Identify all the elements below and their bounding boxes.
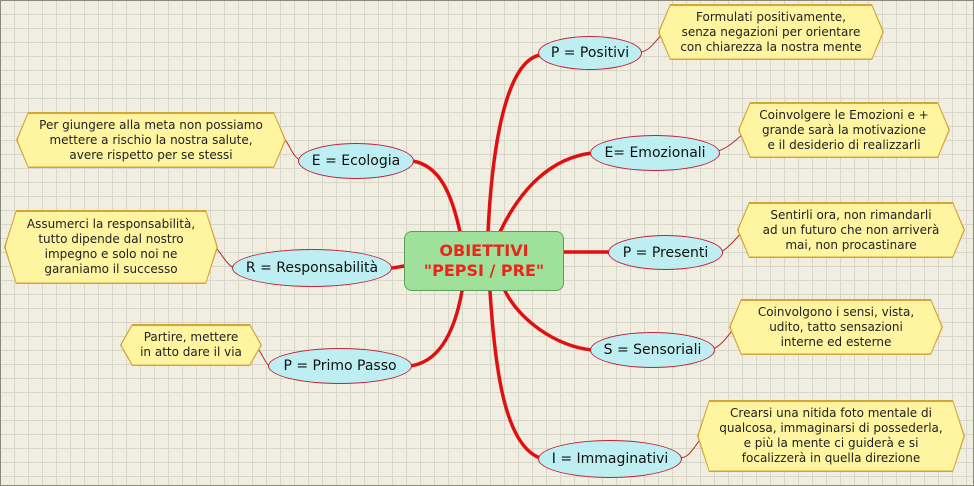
note-positivi-line3: con chiarezza la nostra mente (680, 39, 862, 54)
node-primo-passo-label: P = Primo Passo (283, 358, 397, 374)
node-ecologia-label: E = Ecologia (311, 153, 401, 169)
link-responsabilita-note (215, 247, 235, 269)
note-sensoriali-line1: Coinvolgono i sensi, vista, (757, 304, 915, 319)
node-immaginativi[interactable]: I = Immaginativi (538, 440, 682, 478)
note-presenti-line3: mai, non procastinare (785, 237, 917, 252)
note-primo-passo-line1: Partire, mettere (143, 330, 239, 344)
branch-emozionali (498, 151, 594, 234)
note-immaginativi-line2: qualcosa, immaginarsi di possederla, (719, 421, 943, 435)
note-immaginativi-line3: e più la mente ci guiderà e si (743, 436, 919, 450)
branch-immaginativi (488, 289, 542, 460)
central-topic[interactable]: OBIETTIVI "PEPSI / PRE" (404, 231, 564, 291)
node-ecologia[interactable]: E = Ecologia (298, 143, 414, 179)
branch-responsabilita (388, 264, 406, 270)
node-primo-passo[interactable]: P = Primo Passo (268, 348, 412, 384)
note-ecologia-line3: avere rispetto per se stessi (69, 147, 233, 162)
node-presenti[interactable]: P = Presenti (608, 235, 723, 270)
note-immaginativi-line4: focalizzerà in quella direzione (741, 451, 921, 465)
note-presenti-line1: Sentirli ora, non rimandarli (770, 207, 932, 222)
note-primo-passo[interactable]: Partire, mettere in atto dare il via (120, 324, 262, 366)
note-immaginativi[interactable]: Crearsi una nitida foto mentale di qualc… (697, 400, 965, 472)
note-emozionali-line3: e il desiderio di realizzarli (767, 137, 921, 152)
note-positivi-line1: Formulati positivamente, (696, 9, 846, 24)
note-presenti-line2: ad un futuro che non arriverà (762, 222, 940, 237)
note-positivi[interactable]: Formulati positivamente, senza negazioni… (658, 4, 884, 60)
central-topic-line2: "PEPSI / PRE" (423, 261, 545, 280)
branch-positivi (486, 53, 542, 234)
note-responsabilita-line3: impegno e solo noi ne (44, 247, 178, 261)
note-positivi-line2: senza negazioni per orientare (681, 24, 861, 39)
note-primo-passo-line2: in atto dare il via (140, 345, 242, 359)
note-ecologia-line2: mettere a rischio la nostra salute, (49, 132, 253, 147)
note-immaginativi-line1: Crearsi una nitida foto mentale di (730, 406, 932, 420)
note-sensoriali[interactable]: Coinvolgono i sensi, vista, udito, tatto… (729, 299, 943, 355)
note-presenti[interactable]: Sentirli ora, non rimandarli ad un futur… (737, 202, 965, 258)
central-topic-line1: OBIETTIVI (439, 241, 529, 260)
branch-ecologia (410, 159, 462, 234)
note-responsabilita[interactable]: Assumerci la responsabilità, tutto dipen… (4, 210, 218, 284)
node-sensoriali-label: S = Sensoriali (603, 342, 702, 358)
branch-sensoriali (503, 289, 594, 352)
node-emozionali-label: E= Emozionali (604, 145, 706, 161)
branch-primo-passo (408, 289, 464, 368)
note-emozionali-line2: grande sarà la motivazione (761, 122, 927, 137)
note-sensoriali-line3: interne ed esterne (780, 334, 892, 349)
node-responsabilita-label: R = Responsabilità (245, 260, 379, 276)
node-responsabilita[interactable]: R = Responsabilità (232, 249, 392, 287)
note-sensoriali-line2: udito, tatto sensazioni (769, 319, 903, 334)
note-emozionali-line1: Coinvolgere le Emozioni e + (759, 107, 929, 122)
note-ecologia[interactable]: Per giungere alla meta non possiamo mett… (16, 112, 286, 168)
node-positivi-label: P = Positivi (550, 45, 630, 61)
node-immaginativi-label: I = Immaginativi (551, 451, 669, 467)
node-emozionali[interactable]: E= Emozionali (590, 135, 720, 171)
link-ecologia-note (284, 139, 301, 161)
note-emozionali[interactable]: Coinvolgere le Emozioni e + grande sarà … (738, 102, 950, 158)
note-responsabilita-line1: Assumerci la responsabilità, (26, 217, 196, 231)
node-sensoriali[interactable]: S = Sensoriali (590, 332, 715, 368)
node-positivi[interactable]: P = Positivi (538, 36, 642, 70)
note-responsabilita-line2: tutto dipende dal nostro (38, 232, 184, 246)
note-responsabilita-line4: garaniamo il successo (44, 262, 178, 276)
note-ecologia-line1: Per giungere alla meta non possiamo (39, 117, 263, 132)
node-presenti-label: P = Presenti (622, 244, 709, 261)
